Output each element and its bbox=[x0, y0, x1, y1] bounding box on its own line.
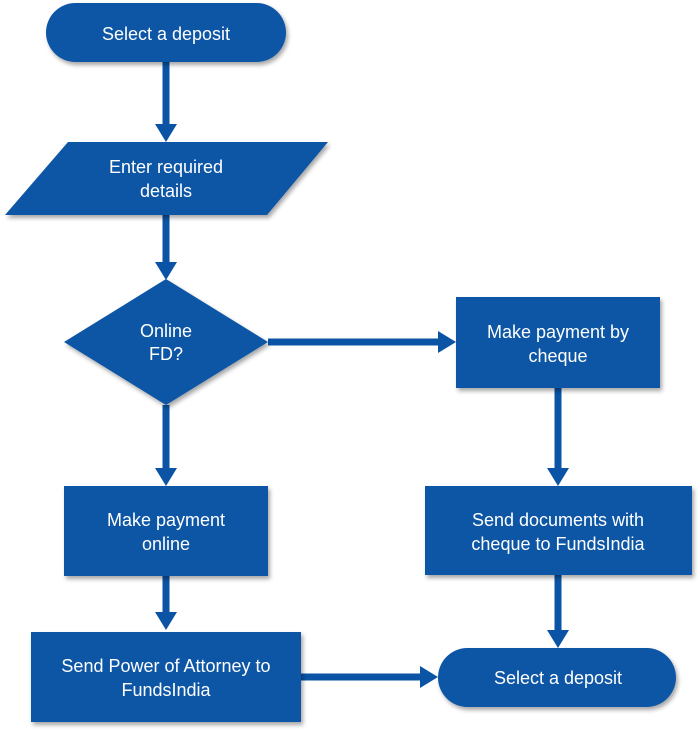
terminator-shape bbox=[438, 648, 676, 707]
node-end: Select a deposit bbox=[438, 648, 676, 707]
connector-documents-end bbox=[547, 575, 569, 648]
node-input: Enter required details bbox=[5, 142, 328, 215]
connector-poa-end bbox=[301, 666, 438, 688]
node-label: cheque bbox=[528, 346, 587, 366]
decision-shape bbox=[64, 279, 268, 405]
node-label: Make payment by bbox=[487, 322, 629, 342]
node-label: online bbox=[142, 534, 190, 554]
process-shape bbox=[64, 486, 268, 576]
node-label: cheque to FundsIndia bbox=[471, 534, 645, 554]
connector-decision-online bbox=[155, 405, 177, 486]
node-label: details bbox=[140, 181, 192, 201]
connector-input-decision bbox=[155, 215, 177, 280]
node-label: Online bbox=[140, 321, 192, 341]
node-label: Send Power of Attorney to bbox=[61, 656, 270, 676]
node-label: Make payment bbox=[107, 510, 225, 530]
terminator-shape bbox=[46, 3, 286, 62]
node-label: Select a deposit bbox=[494, 668, 622, 688]
node-label: FundsIndia bbox=[121, 680, 211, 700]
data-shape bbox=[5, 142, 328, 215]
connector-online-poa bbox=[155, 576, 177, 630]
node-online: Make payment online bbox=[64, 486, 268, 576]
node-label: Send documents with bbox=[472, 510, 644, 530]
node-documents: Send documents with cheque to FundsIndia bbox=[425, 486, 692, 575]
connector-decision-cheque bbox=[268, 331, 456, 353]
node-poa: Send Power of Attorney to FundsIndia bbox=[31, 632, 301, 722]
node-cheque: Make payment by cheque bbox=[456, 297, 660, 388]
process-shape bbox=[31, 632, 301, 722]
process-shape bbox=[425, 486, 692, 575]
node-label: FD? bbox=[149, 344, 183, 364]
node-start: Select a deposit bbox=[46, 3, 286, 62]
connector-cheque-documents bbox=[547, 388, 569, 486]
node-label: Select a deposit bbox=[102, 24, 230, 44]
process-shape bbox=[456, 297, 660, 388]
connector-start-input bbox=[155, 62, 177, 142]
node-label: Enter required bbox=[109, 157, 223, 177]
node-decision: Online FD? bbox=[64, 279, 268, 405]
